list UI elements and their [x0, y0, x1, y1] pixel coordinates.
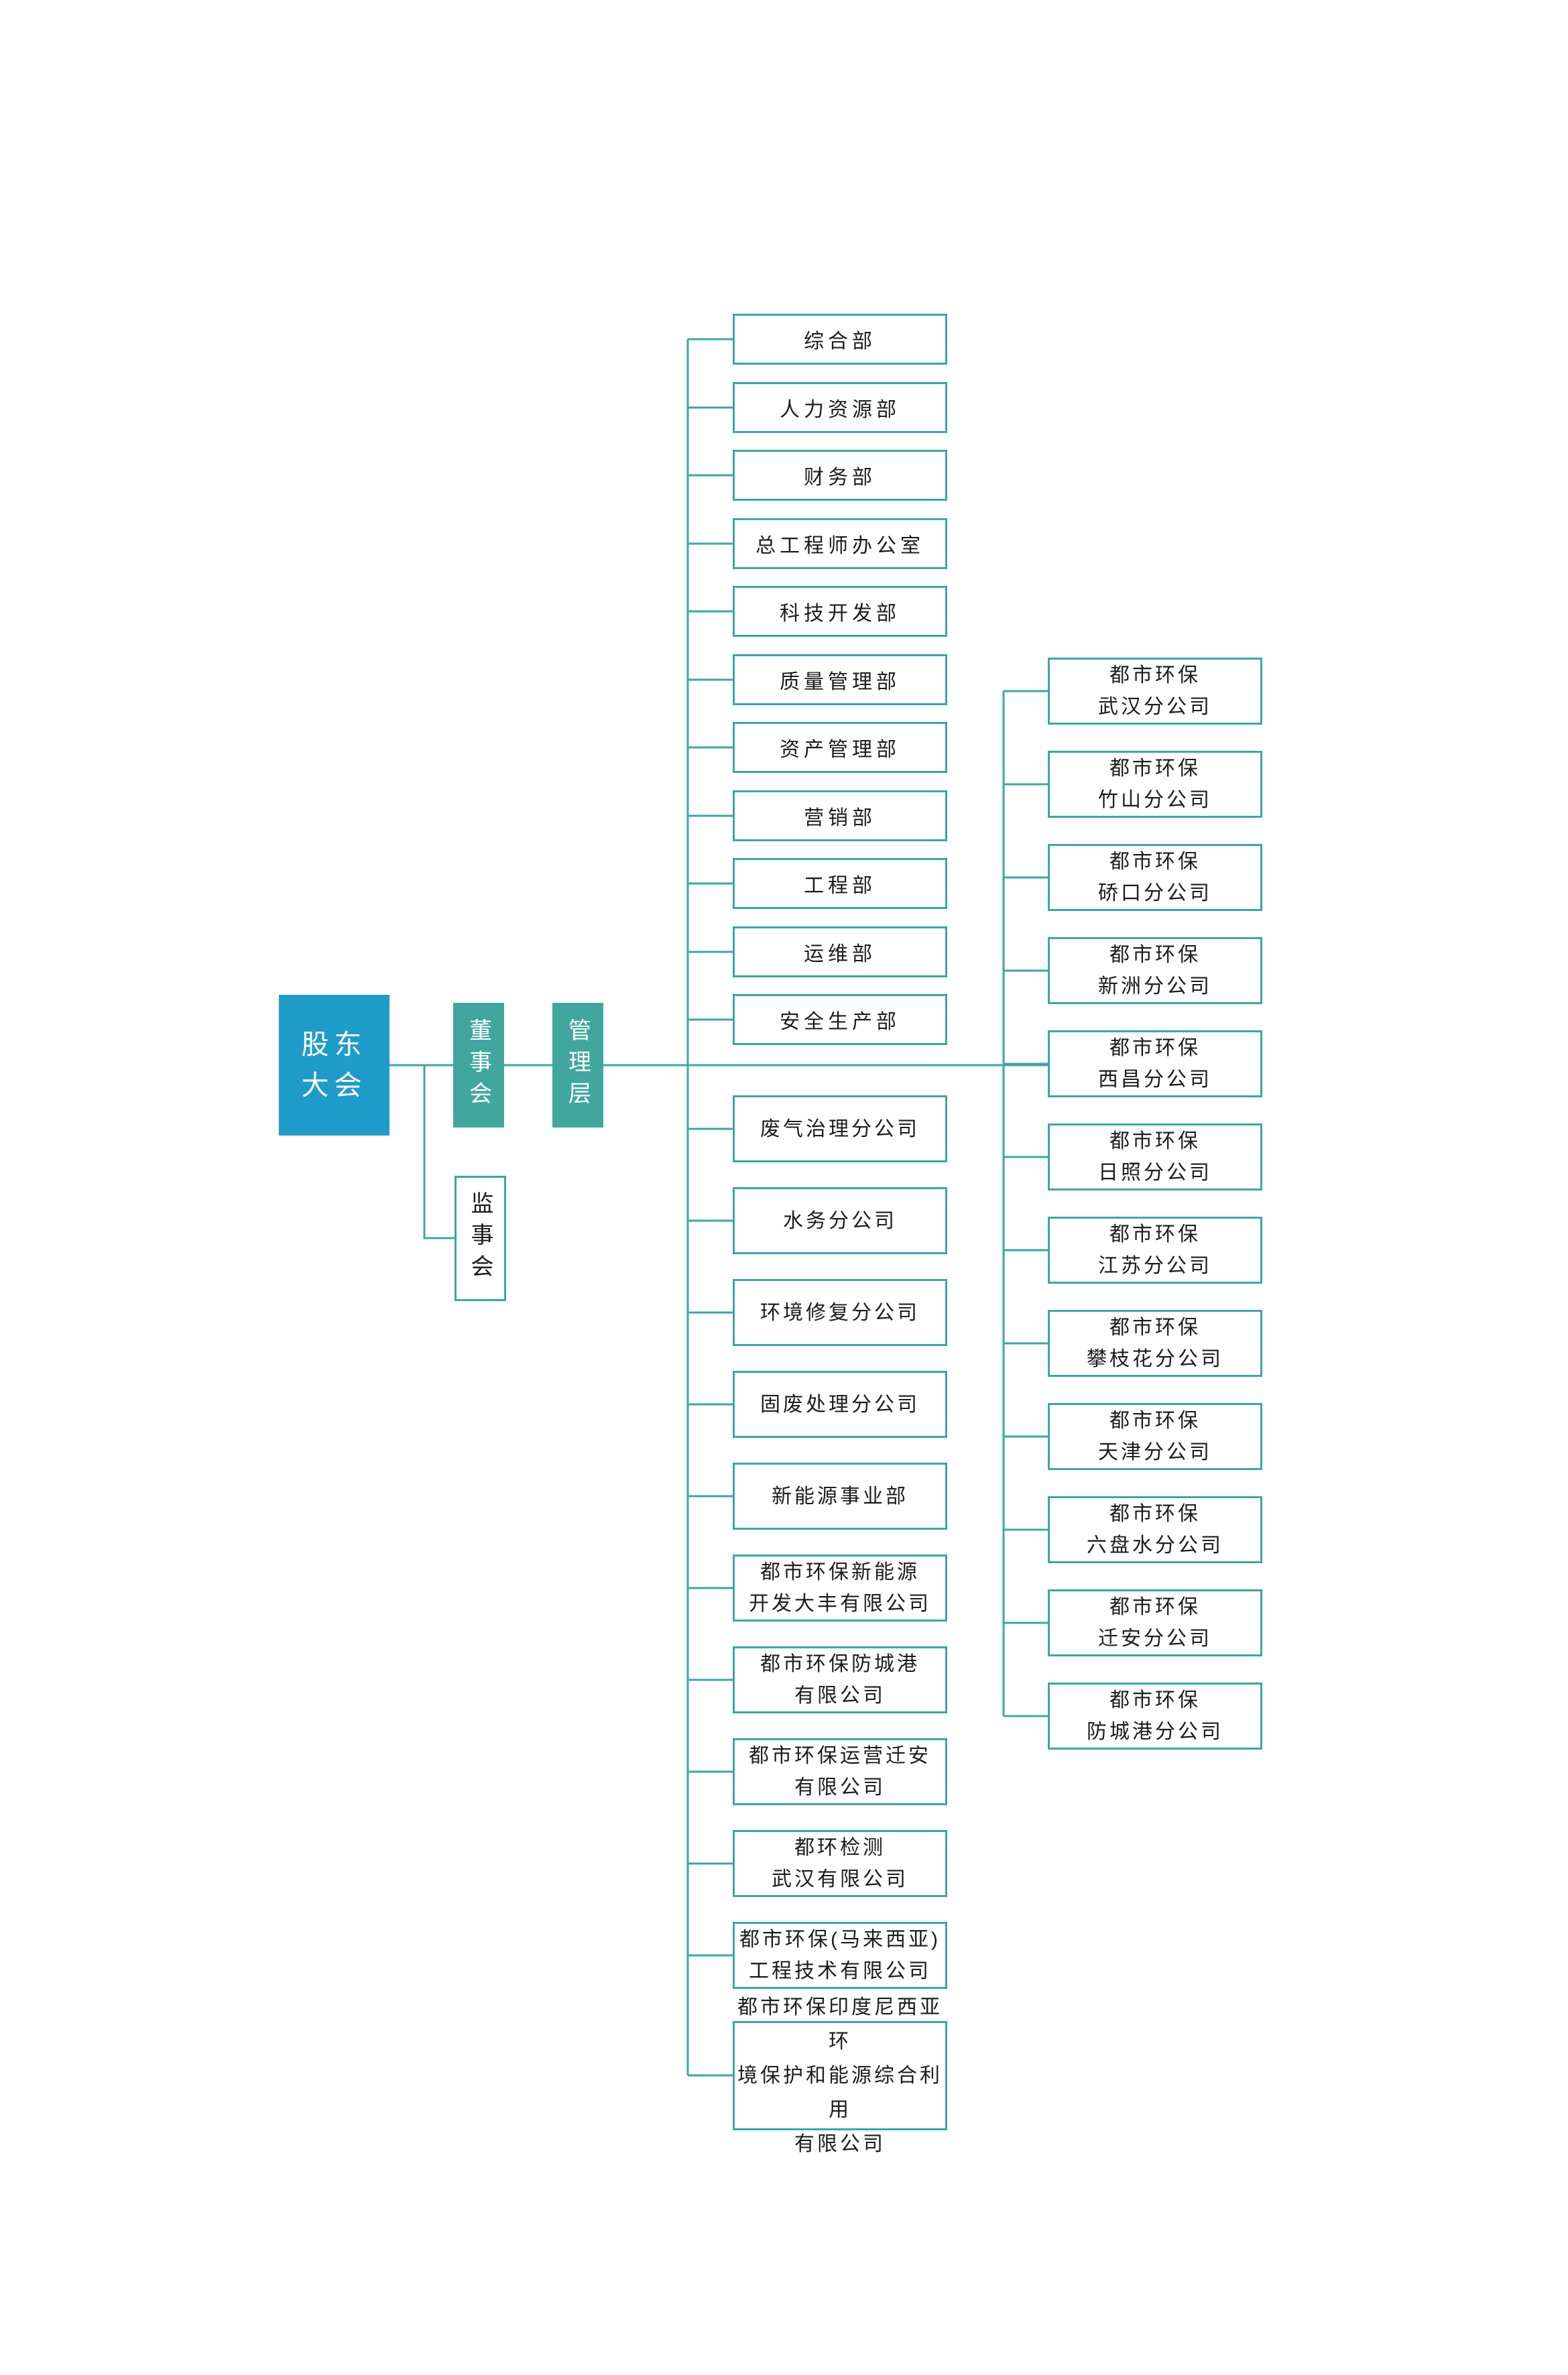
branch-company-box: 都市环保江苏分公司 — [1048, 1217, 1262, 1284]
subsidiary-label-line: 有限公司 — [794, 2132, 886, 2155]
subsidiary-label-line: 都市环保运营迁安 — [749, 1745, 931, 1767]
branch-company-label-line: 硚口分公司 — [1098, 882, 1212, 904]
subsidiary-box: 水务分公司 — [733, 1187, 947, 1254]
subsidiary-label-line: 开发大丰有限公司 — [749, 1593, 931, 1615]
branch-company-label-line: 竹山分公司 — [1098, 789, 1212, 811]
department-label: 安全生产部 — [780, 1011, 900, 1033]
subsidiary-label-line: 都市环保(马来西亚) — [739, 1929, 941, 1951]
branch-company-box: 都市环保硚口分公司 — [1048, 844, 1262, 911]
branch-company-label-line: 防城港分公司 — [1087, 1721, 1223, 1743]
branch-company-label-line: 都市环保 — [1109, 1317, 1201, 1339]
branch-company-label-line: 西昌分公司 — [1098, 1069, 1212, 1091]
branch-company-label-line: 都市环保 — [1109, 1596, 1201, 1618]
subsidiary-box: 都市环保(马来西亚) 工程技术有限公司 — [733, 1922, 947, 1989]
branch-company-box: 都市环保六盘水分公司 — [1048, 1496, 1262, 1563]
branch-company-label-line: 都市环保 — [1109, 757, 1201, 780]
department-label: 资产管理部 — [780, 739, 900, 761]
board-of-directors-label: 董事会 — [465, 1018, 491, 1113]
subsidiary-label-line: 境保护和能源综合利用 — [737, 2064, 943, 2121]
subsidiary-label-line: 工程技术有限公司 — [749, 1960, 931, 1982]
branch-company-label-line: 都市环保 — [1109, 1503, 1201, 1525]
department-label: 营销部 — [804, 807, 876, 829]
branch-company-label-line: 都市环保 — [1109, 1410, 1201, 1432]
supervisory-board-label: 监事会 — [467, 1191, 493, 1286]
subsidiary-label-line: 都市环保防城港 — [760, 1653, 920, 1675]
subsidiary-label-line: 有限公司 — [794, 1776, 886, 1799]
branch-company-box: 都市环保西昌分公司 — [1048, 1030, 1262, 1097]
management-box: 管理层 — [552, 1003, 603, 1128]
department-box: 综合部 — [733, 314, 947, 365]
subsidiary-label-line: 环境修复分公司 — [760, 1301, 920, 1324]
root-box-label-line: 大会 — [301, 1070, 367, 1101]
subsidiary-label-line: 新能源事业部 — [772, 1485, 908, 1508]
branch-company-label-line: 都市环保 — [1109, 1689, 1201, 1711]
subsidiary-box: 都市环保运营迁安有限公司 — [733, 1738, 947, 1805]
subsidiary-label-line: 都市环保印度尼西亚环 — [737, 1996, 943, 2053]
department-box: 工程部 — [733, 858, 947, 909]
branch-company-box: 都市环保攀枝花分公司 — [1048, 1310, 1262, 1377]
root-box-label-line: 股东 — [301, 1029, 367, 1060]
department-box: 科技开发部 — [733, 586, 947, 637]
supervisory-board-box: 监事会 — [455, 1176, 506, 1301]
department-label: 总工程师办公室 — [756, 535, 924, 557]
subsidiary-label-line: 固废处理分公司 — [760, 1393, 920, 1416]
subsidiary-box: 都市环保印度尼西亚环境保护和能源综合利用有限公司 — [733, 1996, 947, 2155]
department-label: 人力资源部 — [780, 399, 900, 421]
department-label: 运维部 — [804, 943, 876, 965]
branch-company-label-line: 都市环保 — [1109, 664, 1201, 686]
department-label: 工程部 — [804, 875, 876, 897]
branch-company-label-line: 迁安分公司 — [1098, 1628, 1212, 1650]
branch-company-box: 都市环保迁安分公司 — [1048, 1589, 1262, 1656]
subsidiary-label-line: 有限公司 — [794, 1685, 886, 1707]
branch-company-box: 都市环保防城港分公司 — [1048, 1683, 1262, 1750]
branch-company-box: 都市环保日照分公司 — [1048, 1123, 1262, 1191]
branch-company-label-line: 武汉分公司 — [1098, 696, 1212, 718]
subsidiary-box: 都环检测武汉有限公司 — [733, 1830, 947, 1897]
branch-company-label-line: 都市环保 — [1109, 1223, 1201, 1245]
branch-company-label-line: 天津分公司 — [1098, 1441, 1212, 1463]
branch-company-label-line: 都市环保 — [1109, 1037, 1201, 1059]
department-box: 总工程师办公室 — [733, 518, 947, 569]
board-of-directors-box: 董事会 — [453, 1003, 504, 1128]
management-label: 管理层 — [564, 1018, 591, 1113]
branch-company-label-line: 日照分公司 — [1098, 1162, 1212, 1184]
department-box: 安全生产部 — [733, 994, 947, 1045]
subsidiary-box: 环境修复分公司 — [733, 1279, 947, 1346]
subsidiary-label-line: 水务分公司 — [783, 1209, 897, 1232]
subsidiary-box: 新能源事业部 — [733, 1463, 947, 1530]
branch-company-label-line: 攀枝花分公司 — [1087, 1348, 1223, 1370]
branch-company-box: 都市环保新洲分公司 — [1048, 937, 1262, 1004]
department-label: 财务部 — [804, 467, 876, 489]
subsidiary-box: 都市环保新能源开发大丰有限公司 — [733, 1555, 947, 1622]
department-label: 综合部 — [804, 330, 876, 353]
department-label: 质量管理部 — [780, 671, 900, 693]
branch-company-label-line: 新洲分公司 — [1098, 975, 1212, 997]
department-box: 人力资源部 — [733, 382, 947, 433]
branch-company-box: 都市环保天津分公司 — [1048, 1403, 1262, 1470]
department-box: 资产管理部 — [733, 722, 947, 773]
subsidiary-label-line: 武汉有限公司 — [772, 1868, 908, 1890]
department-box: 运维部 — [733, 926, 947, 977]
subsidiary-label-line: 都市环保新能源 — [760, 1561, 920, 1583]
branch-company-label-line: 都市环保 — [1109, 851, 1201, 873]
branch-company-label-line: 江苏分公司 — [1098, 1255, 1212, 1277]
branch-company-label-line: 六盘水分公司 — [1087, 1534, 1223, 1557]
branch-company-box: 都市环保竹山分公司 — [1048, 751, 1262, 818]
department-box: 营销部 — [733, 790, 947, 841]
department-box: 质量管理部 — [733, 654, 947, 705]
subsidiary-label-line: 都环检测 — [794, 1837, 886, 1859]
subsidiary-box: 固废处理分公司 — [733, 1371, 947, 1438]
department-box: 财务部 — [733, 450, 947, 501]
branch-company-label-line: 都市环保 — [1109, 1130, 1201, 1152]
subsidiary-box: 废气治理分公司 — [733, 1095, 947, 1162]
branch-company-label-line: 都市环保 — [1109, 944, 1201, 966]
subsidiary-label-line: 废气治理分公司 — [760, 1117, 920, 1140]
subsidiary-box: 都市环保防城港有限公司 — [733, 1646, 947, 1713]
branch-company-box: 都市环保武汉分公司 — [1048, 658, 1262, 725]
root-box-shareholders-meeting: 股东 大会 — [279, 995, 389, 1136]
department-label: 科技开发部 — [780, 603, 900, 625]
